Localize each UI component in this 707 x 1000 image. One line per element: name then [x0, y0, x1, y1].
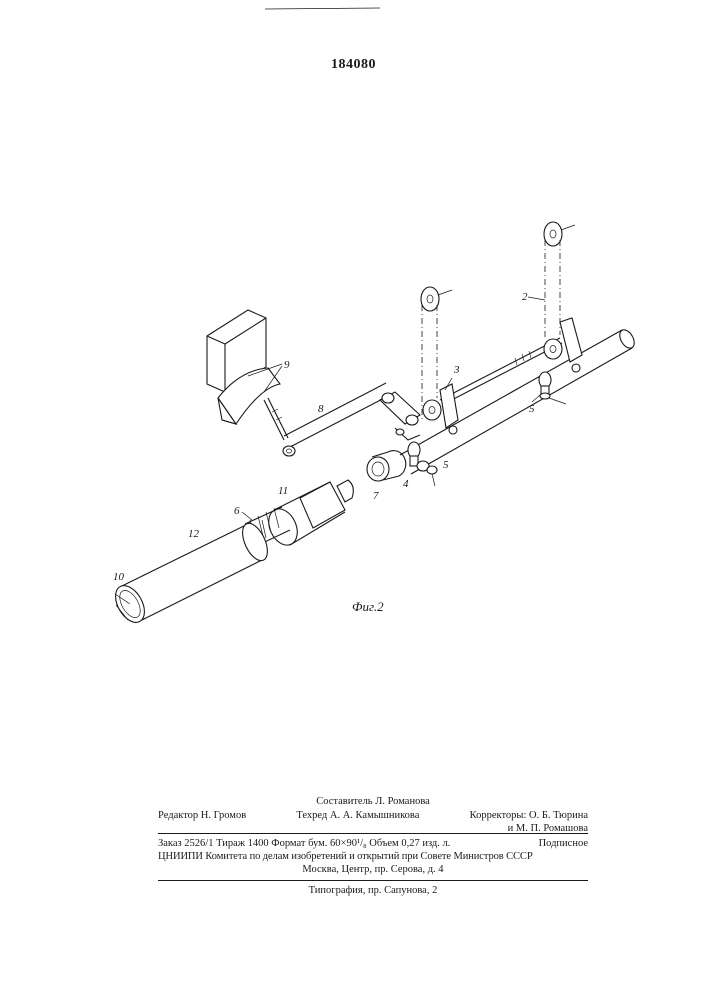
editors-row: Редактор Н. Громов Техред А. А. Камышник…	[158, 809, 588, 822]
printing-line: Типография, пр. Сапунова, 2	[158, 884, 588, 897]
label-5-right: 5	[529, 403, 535, 415]
label-11: 11	[278, 485, 288, 497]
order-block: Заказ 2526/1 Тираж 1400 Формат бум. 60×9…	[158, 837, 588, 876]
lower-tube-assembly	[110, 480, 354, 627]
label-4: 4	[403, 478, 409, 490]
figure-caption: Фиг.2	[352, 599, 384, 614]
imprint-rule-bottom	[158, 880, 588, 881]
label-2: 2	[522, 291, 528, 303]
compiler-line: Составитель Л. Романова	[158, 795, 588, 808]
label-6: 6	[234, 505, 240, 517]
bracket-right	[544, 318, 582, 372]
editor: Редактор Н. Громов	[158, 809, 246, 822]
imprint-rule-top	[158, 833, 588, 834]
guide-unit-3	[423, 384, 458, 434]
drive-shaft	[283, 338, 562, 456]
order-details: Заказ 2526/1 Тираж 1400 Формат бум. 60×9…	[158, 837, 450, 850]
linkage	[380, 392, 420, 440]
roller-5-left	[408, 442, 437, 486]
techred: Техред А. А. Камышникова	[296, 809, 419, 822]
label-12: 12	[188, 528, 200, 540]
printing-block: Типография, пр. Сапунова, 2	[158, 884, 588, 897]
page-edge-mark	[265, 8, 380, 9]
institute-line: ЦНИИПИ Комитета по делам изобретений и о…	[158, 850, 588, 863]
imprint-block: Составитель Л. Романова Редактор Н. Гром…	[158, 795, 588, 835]
correctors: Корректоры: О. Б. Тюрина	[470, 809, 588, 822]
order-line: Заказ 2526/1 Тираж 1400 Формат бум. 60×9…	[158, 837, 588, 850]
label-9: 9	[284, 359, 290, 371]
subscription: Подписное	[539, 837, 588, 850]
label-8: 8	[318, 403, 324, 415]
ring-7	[367, 451, 406, 481]
label-7: 7	[373, 490, 379, 502]
label-3: 3	[453, 364, 460, 376]
address-line: Москва, Центр, пр. Серова, д. 4	[158, 863, 588, 876]
label-5-left: 5	[443, 459, 449, 471]
label-10: 10	[113, 571, 125, 583]
